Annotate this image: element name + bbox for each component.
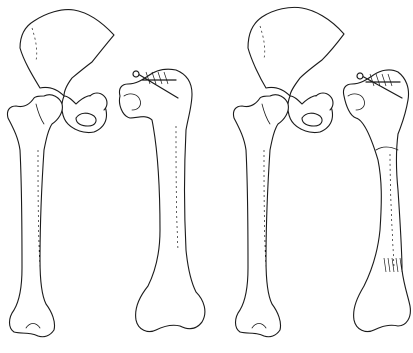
left-obturator — [76, 113, 96, 126]
left-fixed-femur — [119, 69, 204, 331]
right-normal-femur — [233, 95, 288, 337]
right-fixed-femur — [343, 70, 410, 332]
right-panel — [233, 7, 410, 336]
left-pelvis — [20, 10, 114, 96]
left-normal-femur — [7, 95, 62, 337]
right-pelvis — [248, 7, 344, 96]
left-panel — [7, 10, 204, 337]
right-obturator — [302, 113, 322, 126]
